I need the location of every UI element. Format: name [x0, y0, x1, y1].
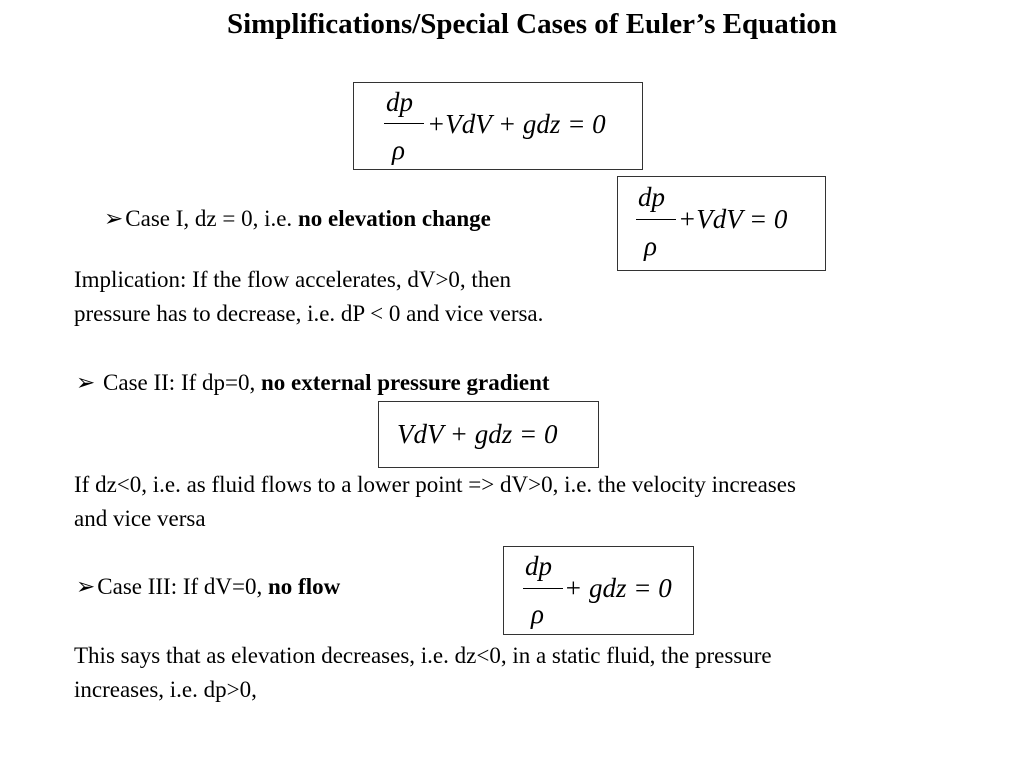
page-title: Simplifications/Special Cases of Euler’s…	[226, 8, 838, 40]
case1-implication-line2: pressure has to decrease, i.e. dP < 0 an…	[74, 301, 544, 326]
case1-eq-fraction-bar	[636, 219, 676, 220]
case1-heading: ➢Case I, dz = 0, i.e. no elevation chang…	[104, 202, 491, 236]
case1-implication-line1: Implication: If the flow accelerates, dV…	[74, 267, 512, 292]
case2-equation-box: VdV + gdz = 0	[378, 401, 599, 468]
main-equation-box: dp ρ +VdV + gdz = 0	[353, 82, 643, 170]
case3-eq-rest: + gdz = 0	[564, 573, 672, 603]
main-eq-numerator: dp	[386, 87, 413, 117]
case1-eq-numerator: dp	[638, 182, 665, 212]
case2-eq: VdV + gdz = 0	[397, 419, 558, 449]
case1-bold: no elevation change	[297, 206, 491, 231]
case1-eq-denominator: ρ	[644, 231, 657, 261]
case2-label: Case II: If dp=0,	[97, 370, 261, 395]
case3-text-line2: increases, i.e. dp>0,	[74, 677, 257, 702]
arrow-bullet-icon: ➢	[104, 206, 124, 231]
case2-text-line2: and vice versa	[74, 506, 206, 531]
case3-eq-fraction-bar	[523, 588, 563, 589]
case2-heading: ➢ Case II: If dp=0, no external pressure…	[76, 366, 550, 400]
case1-eq-rest: +VdV = 0	[678, 204, 788, 234]
case3-text-line1: This says that as elevation decreases, i…	[74, 643, 772, 668]
case2-text-line1: If dz<0, i.e. as fluid flows to a lower …	[74, 472, 796, 497]
case3-eq-denominator: ρ	[531, 599, 544, 629]
case3-heading: ➢Case III: If dV=0, no flow	[76, 570, 340, 604]
case3-eq-numerator: dp	[525, 551, 552, 581]
case1-equation-box: dp ρ +VdV = 0	[617, 176, 826, 271]
case2-bold: no external pressure gradient	[261, 370, 550, 395]
main-eq-fraction-bar	[384, 123, 424, 124]
main-eq-denominator: ρ	[392, 135, 405, 165]
arrow-bullet-icon: ➢	[76, 574, 96, 599]
main-eq-rest: +VdV + gdz = 0	[427, 109, 606, 139]
arrow-bullet-icon: ➢	[76, 370, 96, 395]
case3-bold: no flow	[268, 574, 341, 599]
case3-equation-box: dp ρ + gdz = 0	[503, 546, 694, 635]
case3-label: Case III: If dV=0,	[97, 574, 269, 599]
case1-label: Case I, dz = 0, i.e.	[125, 206, 298, 231]
